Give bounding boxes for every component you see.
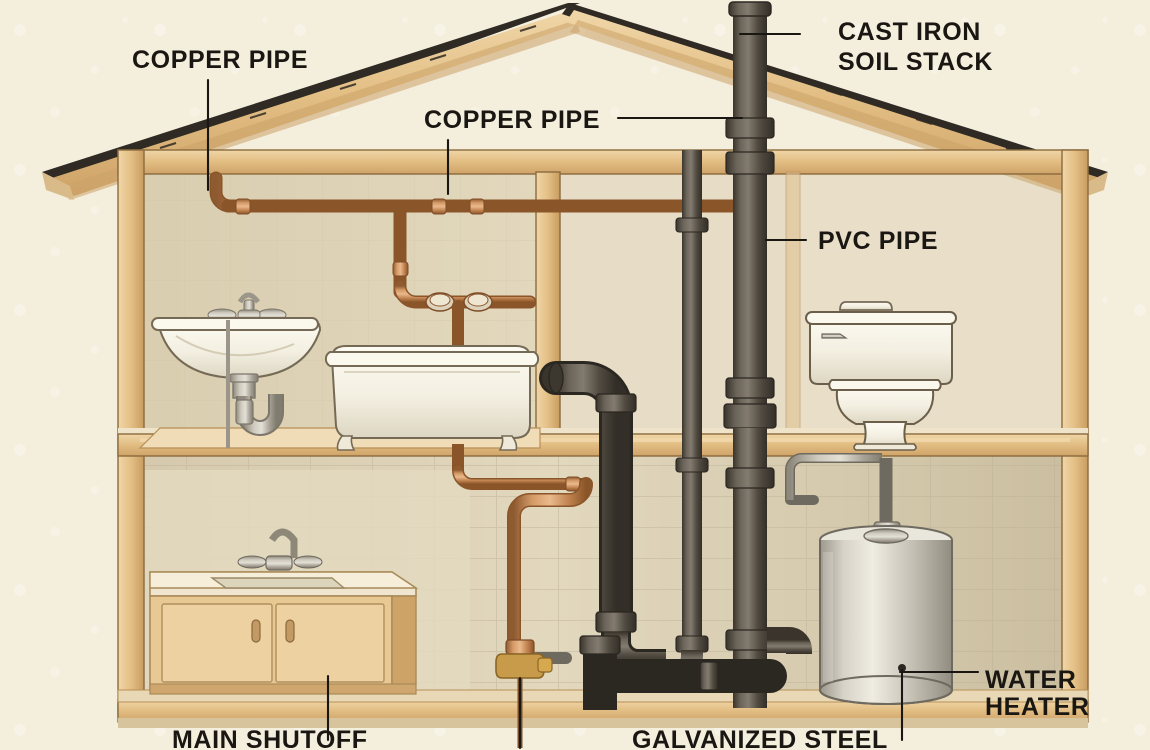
label-cast-iron-soil-stack-line2: SOIL STACK	[838, 48, 993, 76]
water-heater-tank	[819, 525, 953, 705]
label-main-shutoff: MAIN SHUTOFF	[172, 726, 368, 750]
callout-labels: COPPER PIPE CAST IRON SOIL STACK COPPER …	[132, 18, 1090, 750]
label-galvanized-steel: GALVANIZED STEEL	[632, 726, 888, 750]
label-pvc-pipe: PVC PIPE	[818, 227, 938, 255]
roof	[42, 3, 1108, 200]
toilet	[805, 301, 957, 451]
bathroom-sink	[151, 292, 322, 448]
label-water-heater-line2: HEATER	[985, 693, 1090, 721]
kitchen-faucet	[237, 528, 323, 571]
label-cast-iron-soil-stack: CAST IRON	[838, 18, 981, 46]
label-water-heater: WATER	[985, 666, 1076, 694]
callout-leaders	[206, 32, 980, 750]
label-copper-pipe-roof: COPPER PIPE	[132, 46, 308, 74]
basement-waste-assembly	[539, 361, 787, 710]
kitchen-cabinet	[149, 528, 419, 695]
copper-branch-valves	[425, 292, 493, 312]
bathtub	[324, 345, 540, 451]
label-copper-pipe-attic: COPPER PIPE	[424, 106, 600, 134]
sink-p-trap	[229, 373, 284, 436]
